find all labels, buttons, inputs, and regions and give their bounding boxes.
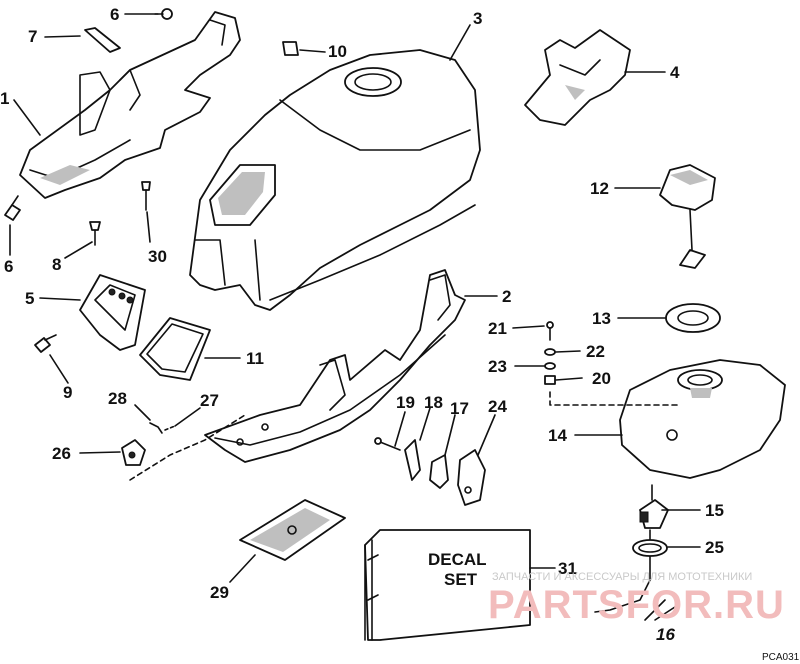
part-29-pad	[239, 499, 346, 561]
watermark-subtitle: ЗАПЧАСТИ И АКСЕССУАРЫ ДЛЯ МОТОТЕХНИКИ	[492, 571, 752, 583]
callout-21: 21	[488, 319, 507, 338]
part-5-tray	[79, 274, 146, 351]
callout-24: 24	[488, 397, 507, 416]
part-8-screw	[89, 221, 101, 246]
callout-23: 23	[488, 357, 507, 376]
callout-29: 29	[210, 583, 229, 602]
watermark-brand: PARTSFOR.RU	[488, 583, 785, 627]
part-12-fuel-cap	[659, 164, 716, 269]
callout-15: 15	[705, 501, 724, 520]
part-1-lower-motor-cover	[19, 11, 241, 199]
callout-6-left: 6	[4, 257, 13, 276]
callout-28: 28	[108, 389, 127, 408]
figure-code: PCA031	[762, 652, 800, 663]
part-11-gasket	[139, 317, 211, 381]
callout-22: 22	[586, 342, 605, 361]
decal-line-1: DECAL	[428, 550, 487, 569]
part-16-fuel-line	[594, 529, 651, 613]
callout-16: 16	[656, 625, 675, 644]
callout-31: 31	[558, 559, 577, 578]
callout-7: 7	[28, 27, 37, 46]
callout-12: 12	[590, 179, 609, 198]
part-13-seal-ring	[665, 303, 721, 333]
part-3-motor-cover-hood	[189, 49, 481, 311]
part-24-latch	[457, 449, 486, 506]
part-15-fuel-valve	[639, 484, 669, 529]
part-17-clip	[429, 454, 449, 489]
alignment-line-26	[129, 414, 246, 481]
part-4-bracket	[524, 29, 631, 126]
callout-25: 25	[705, 538, 724, 557]
part-31-decal-set	[364, 529, 531, 641]
part-6-screw-left	[4, 195, 21, 221]
leader-lines	[9, 13, 701, 621]
part-9-screw	[34, 334, 57, 353]
part-6-screw-top	[154, 8, 173, 20]
part-23-lock-washer	[544, 362, 556, 370]
part-27-pin	[164, 425, 176, 431]
callout-26: 26	[52, 444, 71, 463]
part-25-hose-clamp	[632, 539, 668, 557]
part-2-lower-motor-cover-right	[204, 269, 466, 463]
callout-30: 30	[148, 247, 167, 266]
callout-17: 17	[450, 399, 469, 418]
callout-14: 14	[548, 426, 567, 445]
part-28-pin	[149, 422, 163, 434]
part-14-fuel-tank	[619, 359, 786, 479]
callout-9: 9	[63, 383, 72, 402]
callout-18: 18	[424, 393, 443, 412]
callout-5: 5	[25, 289, 34, 308]
callout-19: 19	[396, 393, 415, 412]
part-21-screw	[546, 321, 554, 341]
callout-1: 1	[0, 89, 9, 108]
part-7-plate	[84, 27, 121, 53]
callout-11: 11	[246, 349, 264, 368]
callout-2: 2	[502, 287, 511, 306]
callout-10: 10	[328, 42, 347, 61]
part-10-pin	[282, 41, 299, 56]
part-26-latch-block	[121, 439, 146, 466]
callout-27: 27	[200, 391, 219, 410]
decal-line-2: SET	[444, 570, 478, 589]
callout-4: 4	[670, 63, 680, 82]
callout-13: 13	[592, 309, 611, 328]
part-30-screw	[141, 181, 151, 211]
callout-3: 3	[473, 9, 482, 28]
part-20-nut	[544, 375, 681, 406]
part-19-screw	[374, 437, 401, 451]
callout-20: 20	[592, 369, 611, 388]
callout-numbers: 1 2 3 4 5 6 6 7 8 9 10 11 12 13 14 15 16…	[0, 5, 724, 644]
callout-6-top: 6	[110, 5, 119, 24]
part-22-washer	[544, 348, 556, 356]
part-18-latch-bracket	[404, 439, 421, 481]
callout-8: 8	[52, 255, 61, 274]
